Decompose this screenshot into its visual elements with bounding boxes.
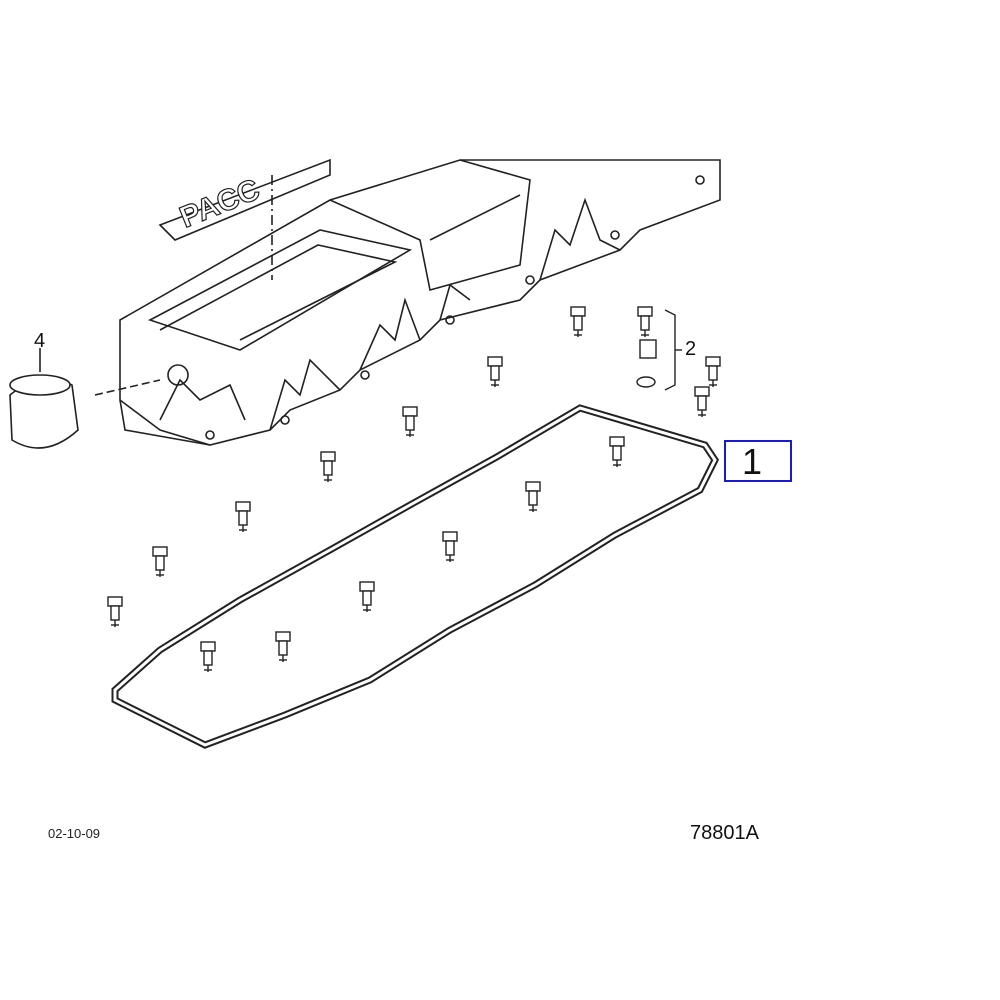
valve-cover: PACC	[94, 158, 721, 446]
bolt-icon	[694, 386, 710, 417]
bolts	[107, 306, 721, 672]
bolt-icon	[235, 501, 251, 532]
bolt-icon	[637, 306, 653, 337]
oil-filler-cap	[9, 348, 79, 449]
bolt-icon	[402, 406, 418, 437]
callout-1-highlight[interactable]: 1	[724, 440, 792, 482]
bolt-icon	[275, 631, 291, 662]
logo-text: PACC	[175, 173, 264, 235]
bolt-icon	[107, 596, 123, 627]
bolt-icon	[525, 481, 541, 512]
bolt-icon	[705, 356, 721, 387]
bolt-set-bracket	[636, 309, 682, 391]
drawing-reference: 78801A	[690, 822, 759, 844]
logo-plate	[158, 158, 331, 241]
bolt-icon	[320, 451, 336, 482]
bolt-icon	[152, 546, 168, 577]
bolt-icon	[359, 581, 375, 612]
bolt-icon	[609, 436, 625, 467]
drawing-date: 02-10-09	[48, 826, 101, 841]
bolt-icon	[570, 306, 586, 337]
gasket	[111, 404, 720, 749]
callout-2[interactable]: 2	[685, 338, 697, 360]
callout-4[interactable]: 4	[34, 330, 46, 352]
bolt-icon	[442, 531, 458, 562]
bolt-icon	[200, 641, 216, 672]
bolt-icon	[487, 356, 503, 387]
